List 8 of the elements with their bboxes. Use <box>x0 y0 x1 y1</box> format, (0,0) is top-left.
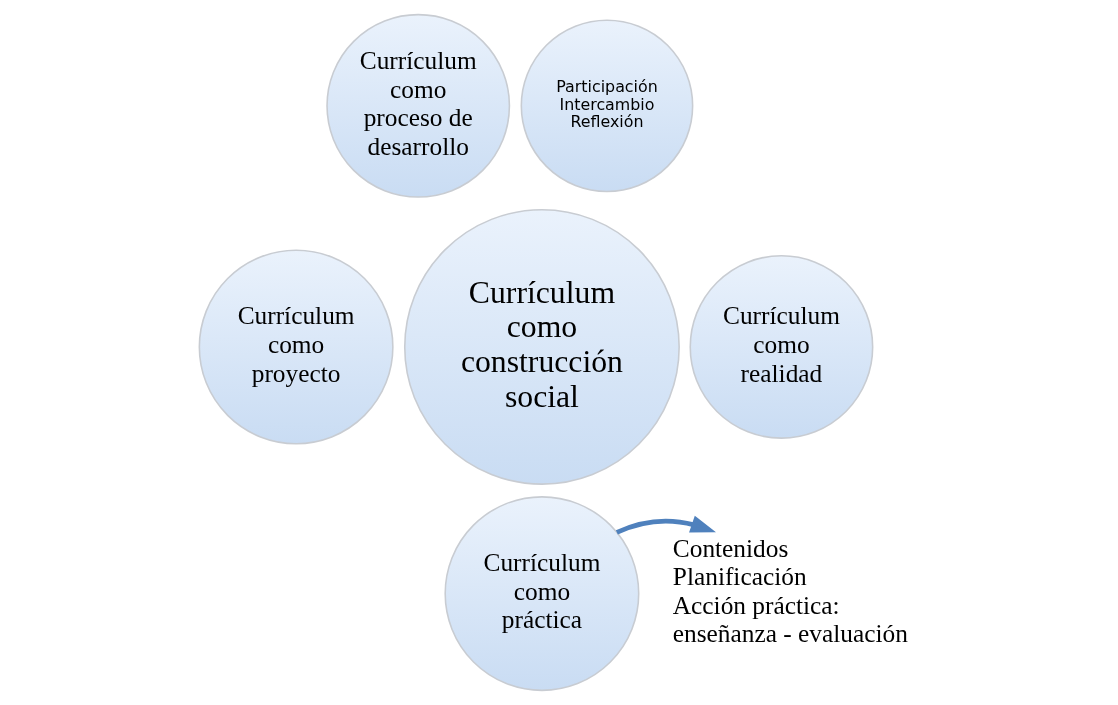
node-circle: Participación Intercambio Reflexión <box>520 19 694 193</box>
node-circle: Currículum como construcción social <box>403 208 680 485</box>
node-circle: Currículum como práctica <box>444 496 640 692</box>
arrow <box>615 515 716 535</box>
node-circle: Currículum como realidad <box>689 254 874 439</box>
node-circle: Currículum como proyecto <box>198 249 394 445</box>
node-circle: Currículum como proceso de desarrollo <box>326 13 511 198</box>
node-text: Contenidos Planificación Acción práctica: enseñanza - evaluación <box>672 533 908 648</box>
